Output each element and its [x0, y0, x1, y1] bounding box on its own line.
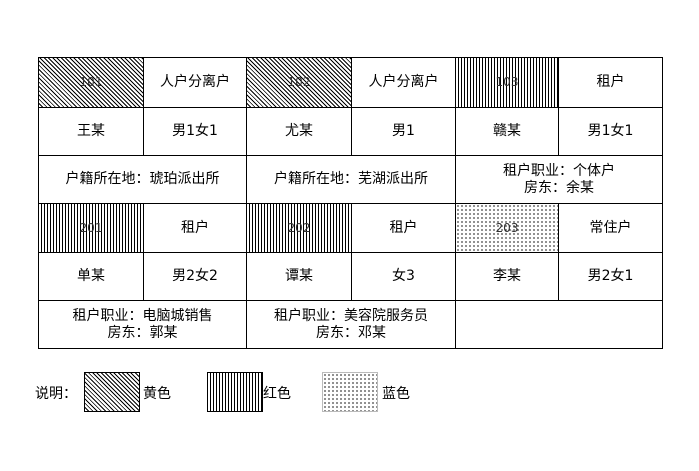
note-line: 房东：邓某 — [316, 324, 386, 341]
legend-blue-label: 蓝色 — [382, 386, 410, 402]
household-note: 户籍所在地：芜湖派出所 — [246, 155, 456, 204]
room-number: 102 — [246, 57, 352, 108]
resident-name: 李某 — [455, 252, 559, 301]
household-type: 人户分离户 — [351, 57, 456, 108]
resident-name: 王某 — [38, 107, 144, 156]
household-type: 租户 — [351, 203, 456, 253]
resident-name: 谭某 — [246, 252, 352, 301]
note-line: 租户职业：电脑城销售 — [72, 307, 213, 324]
room-number: 201 — [38, 203, 144, 253]
note-line: 租户职业：个体户 — [503, 162, 615, 179]
household-members: 男1女1 — [143, 107, 247, 156]
household-note: 租户职业：个体户房东：余某 — [455, 155, 663, 204]
room-number: 101 — [38, 57, 144, 108]
household-members: 男1 — [351, 107, 456, 156]
resident-name: 单某 — [38, 252, 144, 301]
note-line: 租户职业：美容院服务员 — [274, 307, 428, 324]
household-members: 女3 — [351, 252, 456, 301]
legend-yellow-label: 黄色 — [143, 386, 171, 402]
household-type: 租户 — [143, 203, 247, 253]
room-number: 202 — [246, 203, 352, 253]
household-note — [455, 300, 663, 349]
household-note: 租户职业：电脑城销售房东：郭某 — [38, 300, 247, 349]
note-line: 房东：余某 — [524, 179, 594, 196]
household-members: 男1女1 — [558, 107, 663, 156]
note-line: 户籍所在地：芜湖派出所 — [274, 171, 428, 187]
household-note: 租户职业：美容院服务员房东：邓某 — [246, 300, 456, 349]
resident-name: 尤某 — [246, 107, 352, 156]
legend-label: 说明： — [35, 386, 77, 402]
legend-red-swatch — [207, 372, 263, 412]
room-number: 203 — [455, 203, 559, 253]
resident-name: 赣某 — [455, 107, 559, 156]
household-type: 租户 — [558, 57, 663, 108]
household-members: 男2女1 — [558, 252, 663, 301]
note-line: 户籍所在地：琥珀派出所 — [65, 171, 220, 187]
legend-blue-swatch — [322, 372, 378, 412]
household-type: 人户分离户 — [143, 57, 247, 108]
household-members: 男2女2 — [143, 252, 247, 301]
room-number: 103 — [455, 57, 559, 108]
household-note: 户籍所在地：琥珀派出所 — [38, 155, 247, 204]
household-type: 常住户 — [558, 203, 663, 253]
legend-yellow-swatch — [84, 372, 140, 412]
legend-red-label: 红色 — [263, 386, 291, 402]
note-line: 房东：郭某 — [107, 324, 178, 341]
